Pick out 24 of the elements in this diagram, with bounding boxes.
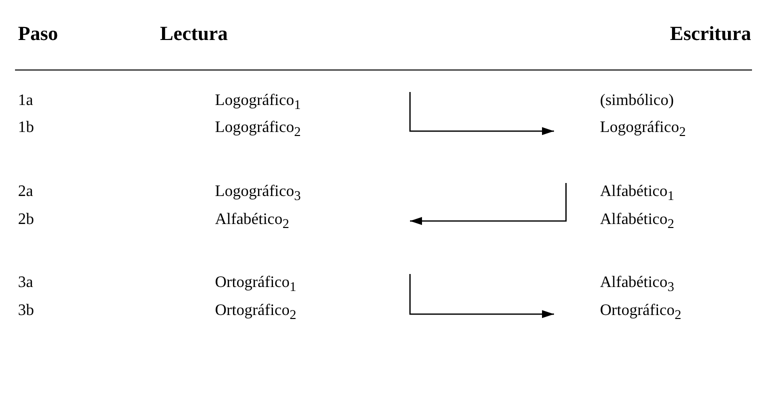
stage-label: Alfabético$_{3}$	[600, 273, 674, 296]
stage-label: Logográfico$_{2}$	[215, 118, 301, 142]
step-number: 1a	[18, 91, 34, 111]
step-number: 2b	[18, 210, 34, 230]
stage-label: Alfabético$_{2}$	[215, 210, 290, 234]
stage-label: Logográfico$_{3}$	[215, 182, 301, 206]
stage-label: Ortográfico$_{2}$	[215, 301, 296, 324]
step-number: 3a	[18, 273, 34, 293]
column-header: Lectura	[160, 22, 228, 46]
step-number: 3b	[18, 301, 34, 321]
stage-label: Logográfico$_{1}$	[215, 91, 301, 116]
stage-label: Ortográfico$_{2}$	[554, 301, 682, 326]
stage-label: Ortográfico$_{1}$	[215, 273, 296, 298]
stage-label: Logográfico$_{2}$	[554, 118, 686, 142]
step-number: 2a	[18, 182, 34, 202]
column-header: Escritura	[670, 22, 752, 46]
column-header: Paso	[18, 22, 58, 46]
arrow	[409, 92, 554, 136]
stage-label: Alfabético$_{2}$	[600, 210, 674, 234]
stage-label: (simbólico)	[600, 91, 674, 111]
stage-label: Alfabético$_{1}$	[565, 182, 674, 206]
arrow	[409, 274, 554, 318]
step-number: 1b	[18, 118, 34, 138]
arrow	[410, 183, 567, 225]
